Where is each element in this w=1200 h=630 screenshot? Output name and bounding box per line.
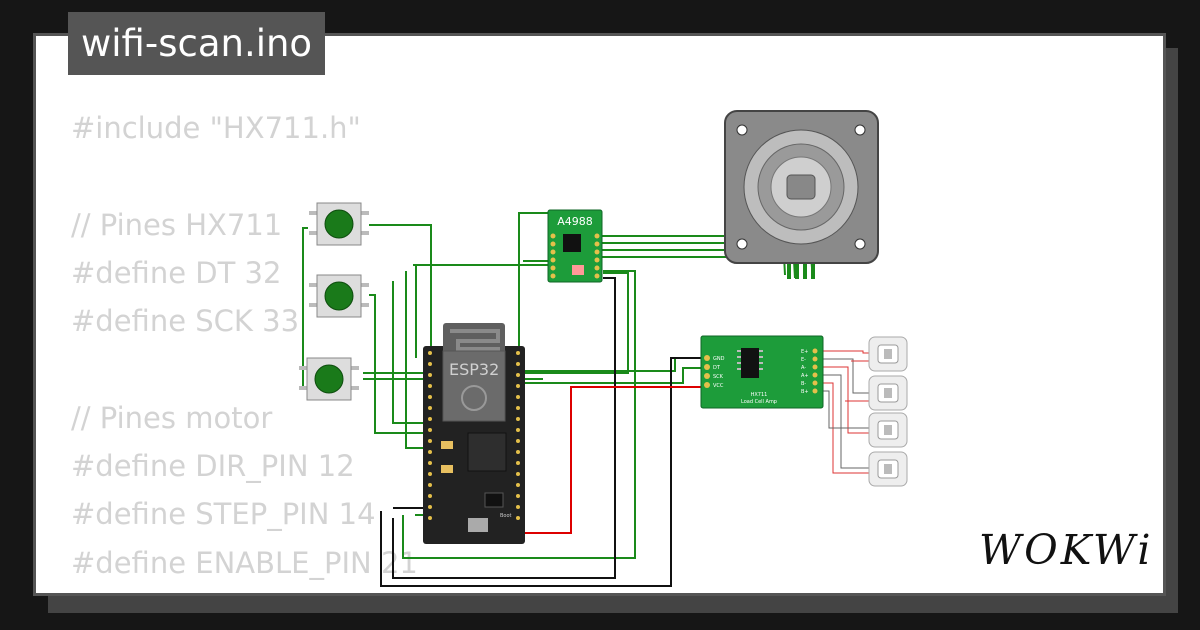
boot-label: Boot (500, 513, 512, 519)
hx711-out-label: E- (801, 357, 806, 363)
code-line: // Pines motor (71, 400, 273, 435)
code-line: #define SCK 33 (71, 304, 300, 339)
code-line: #define ENABLE_PIN 21 (71, 545, 418, 580)
wokwi-logo: WOKWi (979, 526, 1154, 574)
code-line: #define STEP_PIN 14 (71, 497, 376, 532)
push-button[interactable] (299, 357, 359, 401)
code-line: #define DT 32 (71, 255, 282, 290)
code-line: #include "HX711.h" (71, 111, 361, 145)
circuit-diagram: A4988 (299, 110, 908, 587)
hx711-pin-label: VCC (713, 383, 724, 389)
hx711-title: HX711 (751, 392, 768, 398)
push-button[interactable] (309, 274, 369, 318)
hx711-pin-label: SCK (713, 374, 724, 380)
hx711-pin-label: GND (713, 356, 725, 362)
a4988-driver[interactable]: A4988 (547, 209, 603, 283)
code-line: #define DIR_PIN 12 (71, 449, 355, 484)
hx711-amplifier[interactable]: GND DT SCK VCC E+ E- A- A+ B- B+ HX711 L… (700, 335, 824, 409)
project-title: wifi-scan.ino (68, 12, 326, 75)
hx711-subtitle: Load Cell Amp (741, 399, 777, 405)
driver-label: A4988 (557, 215, 593, 228)
hx711-pin-label: DT (713, 365, 721, 371)
preview-card: #include "HX711.h" // Pines HX711 #defin… (33, 33, 1166, 596)
hx711-out-label: B+ (801, 389, 809, 395)
stepper-motor[interactable] (724, 110, 879, 279)
hx711-out-label: A+ (801, 373, 809, 379)
push-button[interactable] (309, 202, 369, 246)
hx711-out-label: E+ (801, 349, 808, 355)
mcu-label: ESP32 (449, 360, 499, 379)
code-line: // Pines HX711 (71, 207, 283, 242)
hx711-out-label: B- (801, 381, 806, 387)
load-cell[interactable] (868, 336, 908, 372)
esp32-board[interactable]: ESP32 Boot (423, 323, 525, 544)
esp32-pins (428, 351, 520, 520)
load-cell[interactable] (868, 375, 908, 411)
load-cell[interactable] (868, 451, 908, 487)
code-preview: #include "HX711.h" // Pines HX711 #defin… (71, 104, 418, 587)
load-cell[interactable] (868, 412, 908, 448)
hx711-out-label: A- (801, 365, 806, 371)
